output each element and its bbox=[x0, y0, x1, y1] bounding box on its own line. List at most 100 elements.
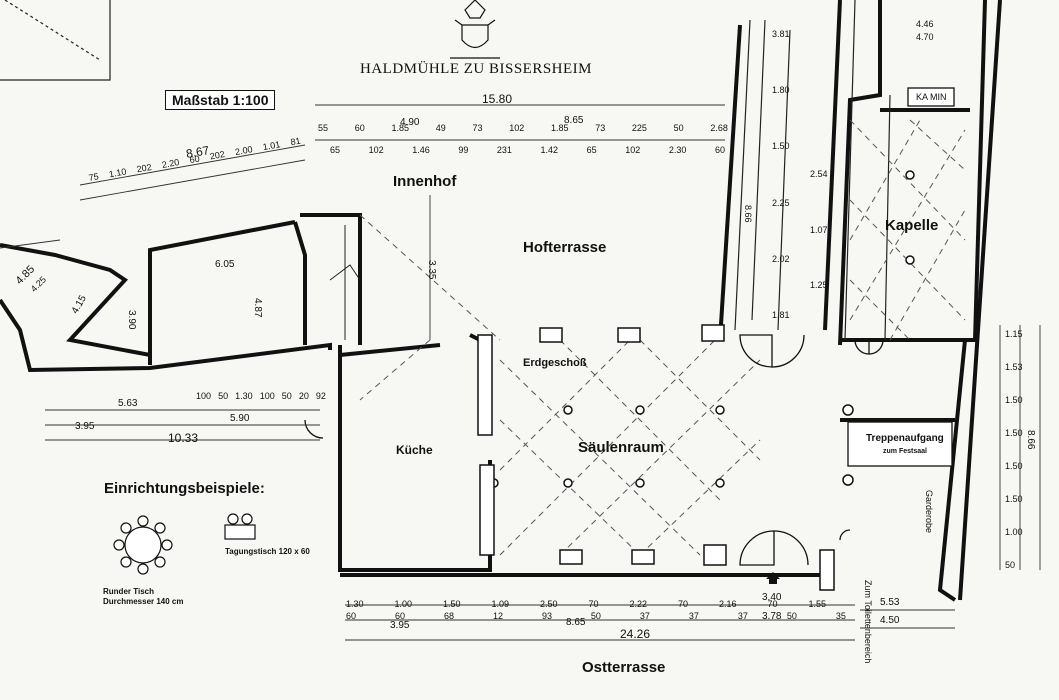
dim-right-top-446: 4.46 bbox=[916, 19, 934, 29]
legend-title: Einrichtungsbeispiele: bbox=[104, 480, 265, 497]
room-erdgeschoss: Erdgeschoß bbox=[523, 357, 587, 369]
dim-value: 2.25 bbox=[772, 197, 790, 208]
dim-bottom-left-total: 10.33 bbox=[168, 431, 199, 445]
dim-row-bottom: 1.30 1.00 1.50 1.09 2.50 70 2.22 70 2.16… bbox=[346, 600, 826, 609]
dim-bottom-590: 5.90 bbox=[230, 413, 250, 424]
dim-room-605: 6.05 bbox=[215, 259, 235, 270]
dim-value: 70 bbox=[767, 599, 778, 609]
dim-value: 1.50 bbox=[772, 141, 790, 152]
walls bbox=[0, 0, 1002, 602]
dim-value: 100 bbox=[259, 391, 275, 401]
dim-value: 1.25 bbox=[810, 280, 828, 290]
dim-value: 1.50 bbox=[1005, 494, 1023, 504]
dim-value: 75 bbox=[87, 171, 100, 183]
label-kamin: KA MIN bbox=[916, 92, 947, 102]
dim-bottom-395b: 3.95 bbox=[390, 620, 410, 631]
dim-value: 70 bbox=[677, 599, 688, 609]
dim-col-corridor-2: 2.54 1.07 1.25 bbox=[810, 170, 828, 290]
dim-value: 37 bbox=[639, 611, 650, 621]
dim-value: 20 bbox=[298, 391, 309, 401]
doors bbox=[304, 334, 884, 566]
dim-value: 1.30 bbox=[235, 391, 253, 401]
dim-value: 65 bbox=[330, 145, 341, 155]
label-toilette: Zum Toilettenbereich bbox=[863, 580, 873, 664]
dim-value: 60 bbox=[188, 153, 201, 166]
dim-value: 73 bbox=[595, 123, 606, 133]
entrance-arrow-icon bbox=[766, 572, 780, 584]
room-innenhof: Innenhof bbox=[393, 173, 457, 190]
legend-round-table-size: Durchmesser 140 cm bbox=[103, 597, 184, 606]
dim-top-490: 4.90 bbox=[400, 117, 420, 128]
dim-value: 81 bbox=[289, 135, 302, 148]
dim-value: 2.54 bbox=[810, 169, 828, 179]
dim-col-right: 1.15 1.53 1.50 1.50 1.50 1.50 1.00 50 bbox=[1005, 330, 1023, 570]
column-grid bbox=[359, 119, 966, 556]
dim-value: 1.85 bbox=[391, 123, 409, 133]
dim-row-bottom-2: 60 60 68 12 93 50 37 37 37 50 35 bbox=[346, 612, 846, 621]
dim-value: 37 bbox=[737, 611, 748, 621]
dim-value: 73 bbox=[472, 123, 483, 133]
dim-value: 93 bbox=[541, 611, 552, 621]
dim-top-total: 15.80 bbox=[482, 92, 513, 106]
dim-value: 2.50 bbox=[540, 599, 558, 609]
dim-value: 100 bbox=[196, 391, 212, 401]
dim-value: 12 bbox=[492, 611, 503, 621]
dim-value: 50 bbox=[786, 611, 797, 621]
dim-value: 68 bbox=[443, 611, 454, 621]
dim-value: 60 bbox=[354, 123, 365, 133]
dim-bottom-563: 5.63 bbox=[118, 398, 138, 409]
dim-col-corridor: 3.81 1.80 1.50 2.25 2.02 1.81 bbox=[772, 30, 790, 320]
dim-value: 1.46 bbox=[412, 145, 430, 155]
dim-value: 50 bbox=[1005, 560, 1016, 570]
dim-value: 1.50 bbox=[1005, 395, 1023, 405]
dim-value: 1.09 bbox=[491, 599, 510, 609]
room-kueche: Küche bbox=[396, 443, 433, 457]
dim-value: 102 bbox=[509, 123, 525, 133]
dim-right-450: 4.50 bbox=[880, 615, 900, 626]
stairs bbox=[329, 225, 361, 340]
room-ostterrasse: Ostterrasse bbox=[582, 659, 666, 676]
dim-value: 60 bbox=[714, 145, 725, 155]
dim-room-487: 4.87 bbox=[252, 298, 263, 318]
dim-value: 60 bbox=[394, 611, 405, 621]
room-saeulenraum: Säulenraum bbox=[578, 439, 664, 456]
dim-value: 1.15 bbox=[1005, 329, 1023, 339]
label-treppe-sub: zum Festsaal bbox=[883, 448, 927, 455]
dim-right-553: 5.53 bbox=[880, 597, 900, 608]
dim-value: 49 bbox=[435, 123, 446, 133]
dim-top-mid: 8.65 bbox=[564, 115, 584, 126]
dim-room-390: 3.90 bbox=[126, 310, 137, 330]
dim-value: 50 bbox=[590, 611, 601, 621]
dim-corridor-866: 8.66 bbox=[743, 205, 753, 223]
dim-value: 1.00 bbox=[1005, 527, 1023, 537]
dim-value: 1.50 bbox=[443, 599, 461, 609]
columns bbox=[477, 170, 915, 591]
dim-value: 1.50 bbox=[1005, 428, 1023, 438]
legend-round-table: Runder Tisch bbox=[103, 587, 154, 596]
dim-value: 2.30 bbox=[668, 145, 687, 155]
dim-value: 1.55 bbox=[808, 599, 826, 609]
dimension-lines bbox=[0, 104, 1041, 641]
dim-value: 1.50 bbox=[1005, 461, 1023, 471]
scale-label: Maßstab 1:100 bbox=[165, 90, 276, 110]
dim-value: 50 bbox=[281, 391, 292, 401]
room-hofterrasse: Hofterrasse bbox=[523, 239, 607, 256]
dim-value: 1.30 bbox=[346, 599, 364, 609]
dim-value: 35 bbox=[835, 611, 846, 621]
dim-value: 2.68 bbox=[710, 123, 728, 133]
kamin-box bbox=[907, 87, 955, 107]
corridor-lines bbox=[734, 0, 891, 341]
dim-value: 92 bbox=[315, 391, 326, 401]
dim-right-top-470: 4.70 bbox=[916, 32, 934, 42]
dim-value: 1.00 bbox=[394, 599, 413, 609]
dim-value: 1.07 bbox=[810, 224, 828, 235]
dim-value: 1.81 bbox=[772, 309, 790, 320]
plan-title: HALDMÜHLE ZU BISSERSHEIM bbox=[360, 61, 593, 77]
dim-row-bottom-mid: 100 50 1.30 100 50 20 92 bbox=[196, 392, 326, 401]
dim-bottom-865: 8.65 bbox=[566, 617, 586, 628]
dim-value: 2.16 bbox=[718, 599, 737, 609]
dim-bottom-total: 24.26 bbox=[620, 627, 651, 641]
legend-drawings bbox=[113, 513, 256, 575]
dim-diag-335: 3.35 bbox=[426, 260, 437, 280]
